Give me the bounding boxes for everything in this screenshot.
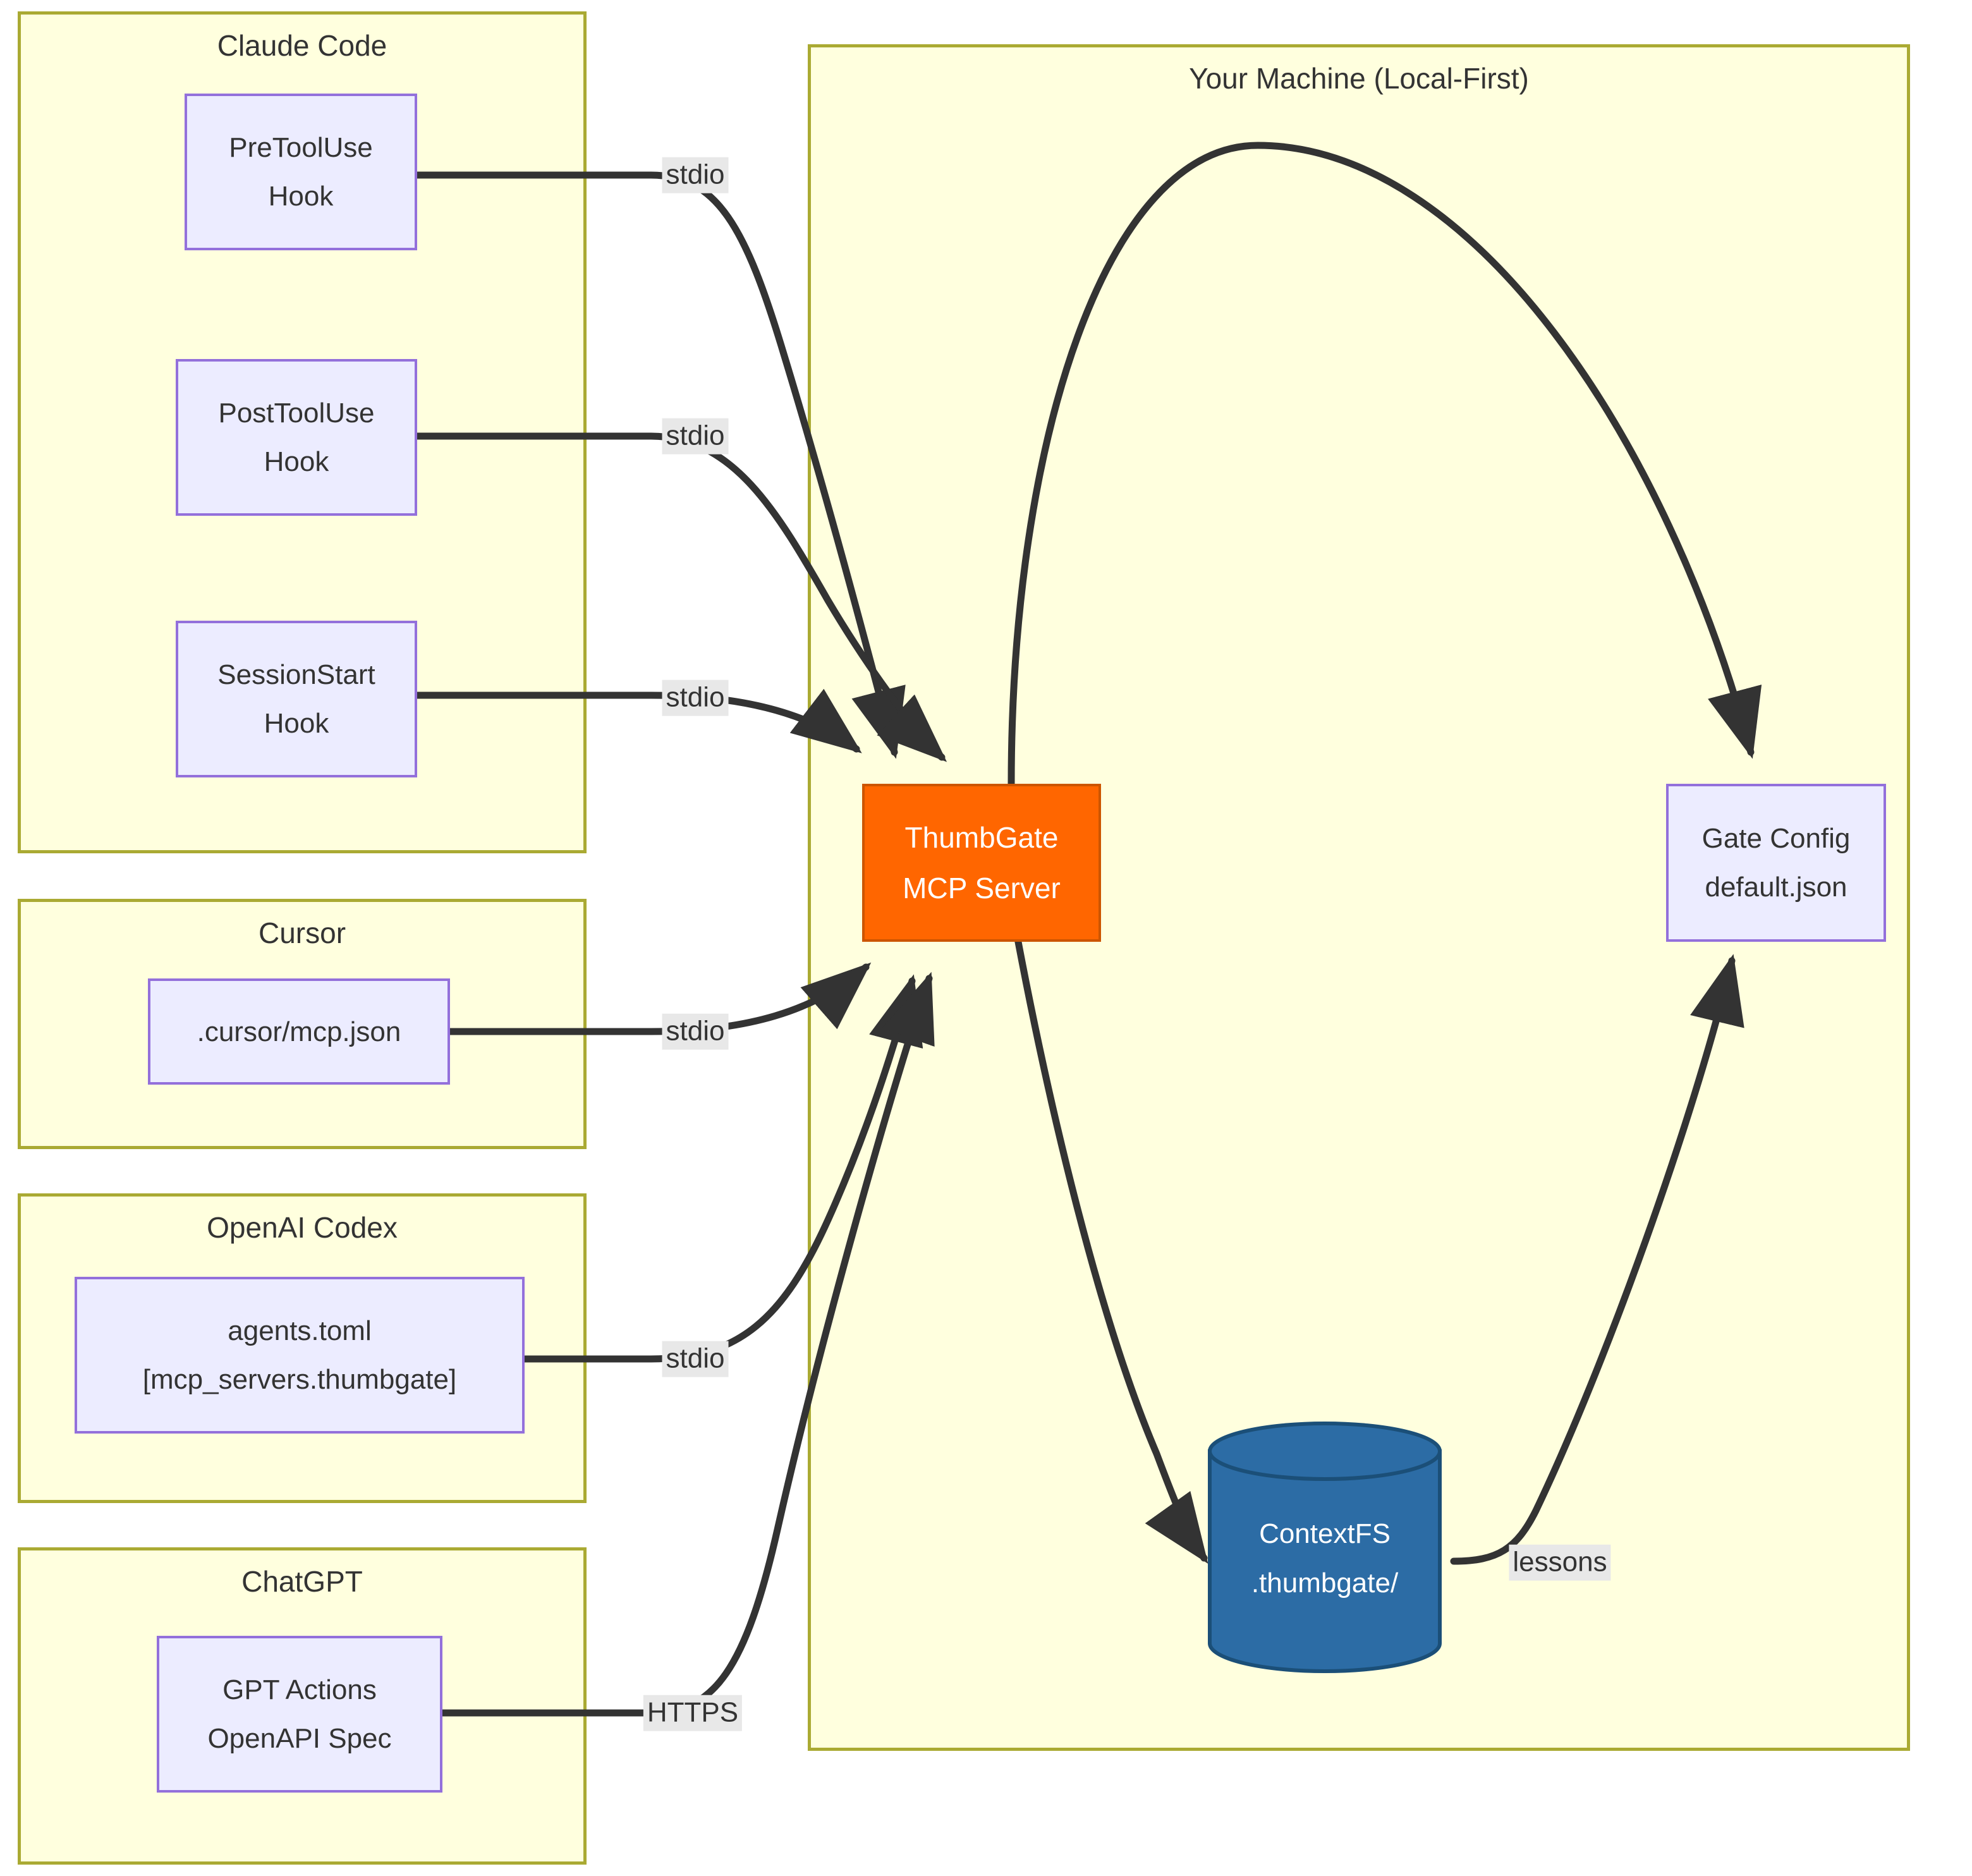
node-cursor-mcp-json-line1: .cursor/mcp.json — [197, 1016, 401, 1047]
node-pretooluse-hook[interactable]: PreToolUse Hook — [185, 94, 417, 250]
node-posttooluse-hook-line1: PostToolUse — [218, 398, 375, 429]
node-sessionstart-hook[interactable]: SessionStart Hook — [176, 621, 417, 777]
node-contextfs-database[interactable]: ContextFS .thumbgate/ — [1206, 1421, 1444, 1674]
node-thumbgate-line1: ThumbGate — [904, 820, 1059, 854]
node-gate-config-line2: default.json — [1705, 872, 1847, 903]
node-gpt-actions-line1: GPT Actions — [222, 1674, 377, 1705]
node-pretooluse-hook-line2: Hook — [268, 181, 334, 212]
cluster-openai-codex-title: OpenAI Codex — [207, 1211, 398, 1244]
node-gpt-actions[interactable]: GPT Actions OpenAPI Spec — [157, 1636, 442, 1793]
node-thumbgate-mcp-server[interactable]: ThumbGate MCP Server — [862, 784, 1101, 942]
node-posttooluse-hook[interactable]: PostToolUse Hook — [176, 359, 417, 516]
cluster-chatgpt-title: ChatGPT — [241, 1565, 363, 1598]
edge-label-cursor-stdio: stdio — [662, 1013, 729, 1050]
node-gate-config-line1: Gate Config — [1701, 823, 1851, 854]
node-gpt-actions-line2: OpenAPI Spec — [207, 1723, 392, 1754]
cluster-cursor-title: Cursor — [258, 917, 346, 949]
node-sessionstart-hook-line1: SessionStart — [217, 659, 375, 690]
node-agents-toml[interactable]: agents.toml [mcp_servers.thumbgate] — [75, 1277, 525, 1434]
cluster-claude-code-title: Claude Code — [217, 29, 387, 62]
edge-label-pretooluse-stdio: stdio — [662, 157, 729, 193]
edge-label-contextfs-lessons: lessons — [1509, 1544, 1611, 1581]
node-sessionstart-hook-line2: Hook — [264, 708, 329, 739]
edge-label-chatgpt-https: HTTPS — [643, 1695, 743, 1731]
edge-label-codex-stdio: stdio — [662, 1341, 729, 1377]
cylinder-shape — [1208, 1422, 1442, 1673]
edge-label-posttooluse-stdio: stdio — [662, 418, 729, 454]
node-pretooluse-hook-line1: PreToolUse — [229, 132, 373, 163]
node-thumbgate-line2: MCP Server — [903, 872, 1061, 904]
cluster-your-machine-title: Your Machine (Local-First) — [1189, 62, 1529, 95]
edge-label-sessionstart-stdio: stdio — [662, 679, 729, 716]
node-agents-toml-line2: [mcp_servers.thumbgate] — [142, 1364, 457, 1395]
node-agents-toml-line1: agents.toml — [228, 1315, 372, 1346]
node-posttooluse-hook-line2: Hook — [264, 446, 329, 477]
node-cursor-mcp-json[interactable]: .cursor/mcp.json — [148, 978, 450, 1085]
node-gate-config[interactable]: Gate Config default.json — [1666, 784, 1886, 942]
